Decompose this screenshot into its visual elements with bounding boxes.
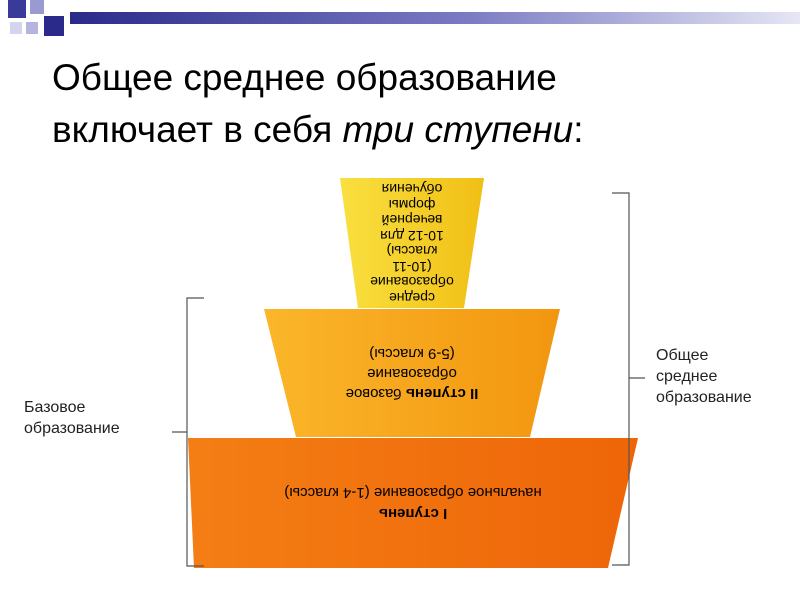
level-1-bold: I ступень bbox=[378, 505, 448, 522]
level-1-shape bbox=[188, 438, 638, 568]
level-2-line: (5-9 классы) bbox=[369, 345, 455, 362]
level-2-line: базовое bbox=[345, 385, 406, 402]
level-3-line: классы) bbox=[386, 243, 438, 260]
header-gradient bbox=[70, 12, 800, 24]
title-line-2-suffix: : bbox=[573, 109, 584, 150]
basic-label-line: Базовое bbox=[24, 399, 86, 416]
general-label-line: образование bbox=[656, 389, 752, 406]
level-3-shape bbox=[340, 178, 484, 308]
title-line-2-emphasis: три ступени bbox=[342, 109, 574, 150]
level-3-line: вечерней bbox=[381, 212, 443, 229]
pyramid-level-1: I ступень начальное образование (1-4 кла… bbox=[188, 438, 638, 568]
general-label-line: среднее bbox=[656, 368, 718, 385]
level-2-bold: II ступень bbox=[405, 385, 479, 402]
general-label-line: Общее bbox=[656, 347, 709, 364]
level-1-text: I ступень начальное образование (1-4 кла… bbox=[188, 438, 638, 582]
title-line-1: Общее среднее образование bbox=[52, 57, 557, 98]
decorative-header-bar bbox=[0, 12, 800, 36]
level-3-text: средне образование (10-11 классы) 10-12 … bbox=[338, 178, 486, 308]
level-3-line: обучения bbox=[381, 181, 443, 198]
level-1-line: начальное образование (1-4 классы) bbox=[284, 484, 542, 501]
level-2-shape bbox=[264, 309, 560, 437]
decorative-square bbox=[44, 16, 64, 36]
basic-label-line: образование bbox=[24, 420, 120, 437]
title-line-2-prefix: включает в себя bbox=[52, 109, 343, 150]
decorative-square bbox=[26, 22, 38, 34]
level-3-line: образование bbox=[370, 274, 454, 291]
basic-education-label: Базовое образование bbox=[24, 397, 120, 439]
level-3-line: средне bbox=[389, 290, 435, 306]
pyramid-level-2: II ступень базовое образование (5-9 клас… bbox=[262, 309, 562, 437]
level-2-text: II ступень базовое образование (5-9 клас… bbox=[262, 309, 562, 441]
level-2-line: образование bbox=[367, 365, 457, 382]
level-3-line: 10-12 для bbox=[380, 228, 444, 244]
level-3-line: (10-11 bbox=[392, 259, 432, 275]
decorative-square bbox=[30, 0, 44, 14]
slide-title: Общее среднее образование включает в себ… bbox=[52, 52, 772, 156]
level-3-line: формы bbox=[388, 197, 436, 213]
decorative-square bbox=[8, 0, 26, 18]
pyramid-level-3: средне образование (10-11 классы) 10-12 … bbox=[338, 178, 486, 308]
decorative-square bbox=[10, 22, 22, 34]
general-education-label: Общее среднее образование bbox=[656, 345, 752, 408]
